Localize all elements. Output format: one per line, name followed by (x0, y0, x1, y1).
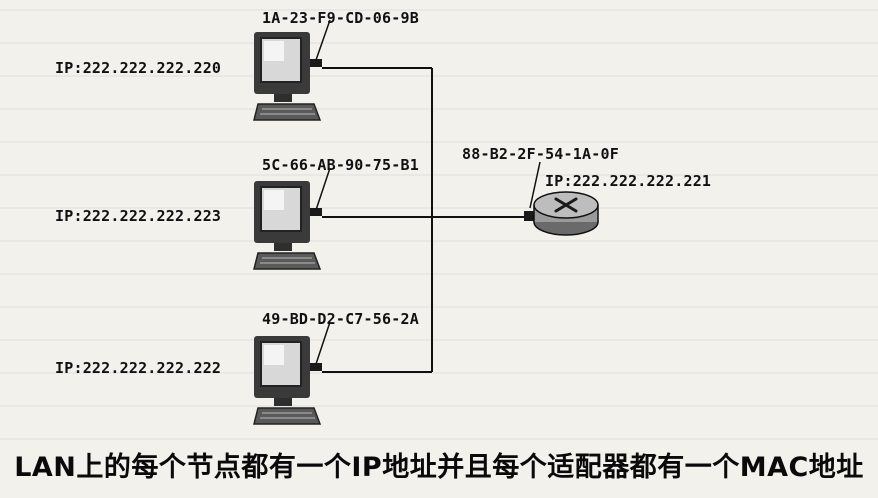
background-scan (0, 0, 878, 440)
host-2-mac-label: 5C-66-AB-90-75-B1 (262, 156, 419, 174)
computer-icon (253, 335, 323, 425)
host-1-mac-label: 1A-23-F9-CD-06-9B (262, 9, 419, 27)
network-links (322, 67, 532, 373)
computer-icon (253, 180, 323, 270)
computer-icon (253, 31, 323, 121)
figure-caption: LAN上的每个节点都有一个IP地址并且每个适配器都有一个MAC地址 (14, 452, 864, 483)
router-mac-label: 88-B2-2F-54-1A-0F (462, 145, 619, 163)
router-icon (524, 191, 599, 236)
host-1-ip-label: IP:222.222.222.220 (55, 59, 222, 77)
host-3-ip-label: IP:222.222.222.222 (55, 359, 222, 377)
mac-callouts (315, 19, 541, 365)
host-3-mac-label: 49-BD-D2-C7-56-2A (262, 310, 419, 328)
lan-diagram (253, 19, 599, 425)
router-ip-label: IP:222.222.222.221 (545, 172, 712, 190)
host-2-ip-label: IP:222.222.222.223 (55, 207, 222, 225)
